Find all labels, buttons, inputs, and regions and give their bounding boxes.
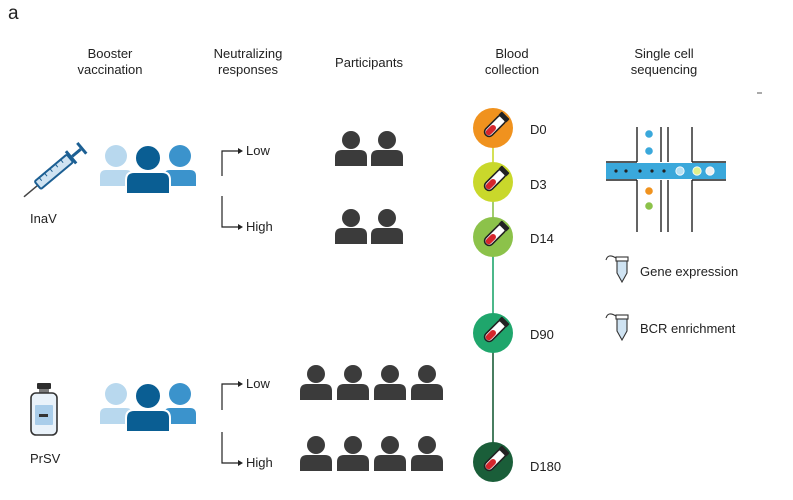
- tube-icon: [605, 255, 629, 284]
- header-sequencing-line2: sequencing: [630, 62, 698, 77]
- participants-inav-high: [335, 209, 403, 244]
- group-label-prsv: PrSV: [30, 451, 61, 466]
- response-label-prsv-high: High: [246, 455, 273, 470]
- blood-tube-icon: [473, 313, 513, 353]
- output-label-gene-expression: Gene expression: [640, 264, 739, 279]
- participant-icon: [371, 209, 403, 244]
- header-neutralizing-line1: Neutralizing: [213, 46, 283, 61]
- header-neutralizing-line2: responses: [218, 62, 278, 77]
- header-blood: Blood collection: [485, 46, 539, 78]
- participants-prsv-low: [300, 365, 443, 400]
- participant-icon: [371, 131, 403, 166]
- timepoint-label-d0: D0: [530, 122, 547, 137]
- participant-icon: [411, 365, 443, 400]
- header-participants: Participants: [335, 55, 403, 70]
- participant-icon: [335, 131, 367, 166]
- microfluidic-chip-icon: [606, 127, 726, 232]
- participant-icon: [300, 436, 332, 471]
- header-booster-line1: Booster: [87, 46, 133, 61]
- header-blood-line2: collection: [484, 62, 540, 77]
- participant-icon: [411, 436, 443, 471]
- timepoint-label-d90: D90: [530, 327, 554, 342]
- response-label-inav-low: Low: [246, 143, 270, 158]
- participant-icon: [374, 436, 406, 471]
- blood-tube-icon: [473, 108, 513, 148]
- header-neutralizing: Neutralizing responses: [214, 46, 283, 78]
- participants-prsv-high: [300, 436, 443, 471]
- output-label-bcr-enrichment: BCR enrichment: [640, 321, 736, 336]
- header-blood-line1: Blood: [495, 46, 529, 61]
- response-bracket-inav: [221, 148, 243, 230]
- header-booster-line2: vaccination: [77, 62, 143, 77]
- group-label-inav: InaV: [30, 211, 57, 226]
- blood-tube-icon: [473, 442, 513, 482]
- blood-timeline: [473, 108, 513, 482]
- header-sequencing: Single cell sequencing: [631, 46, 698, 78]
- participant-icon: [335, 209, 367, 244]
- header-booster: Booster vaccination: [77, 46, 142, 78]
- response-label-inav-high: High: [246, 219, 273, 234]
- panel-label: a: [8, 3, 19, 24]
- vaccine-vial-icon: [30, 383, 58, 436]
- timepoint-label-d3: D3: [530, 177, 547, 192]
- participant-icon: [374, 365, 406, 400]
- timepoint-label-d14: D14: [530, 231, 554, 246]
- participant-icon: [337, 436, 369, 471]
- response-label-prsv-low: Low: [246, 376, 270, 391]
- tube-icon: [605, 313, 629, 342]
- booster-cohort-prsv: [100, 382, 196, 433]
- booster-cohort-inav: [100, 144, 196, 195]
- participants-inav-low: [335, 131, 403, 166]
- participant-icon: [300, 365, 332, 400]
- blood-tube-icon: [473, 162, 513, 202]
- blood-tube-icon: [473, 217, 513, 257]
- participant-icon: [337, 365, 369, 400]
- timepoint-label-d180: D180: [530, 459, 562, 474]
- header-sequencing-line1: Single cell: [634, 46, 694, 61]
- response-bracket-prsv: [221, 381, 243, 466]
- syringe-icon: [23, 141, 88, 198]
